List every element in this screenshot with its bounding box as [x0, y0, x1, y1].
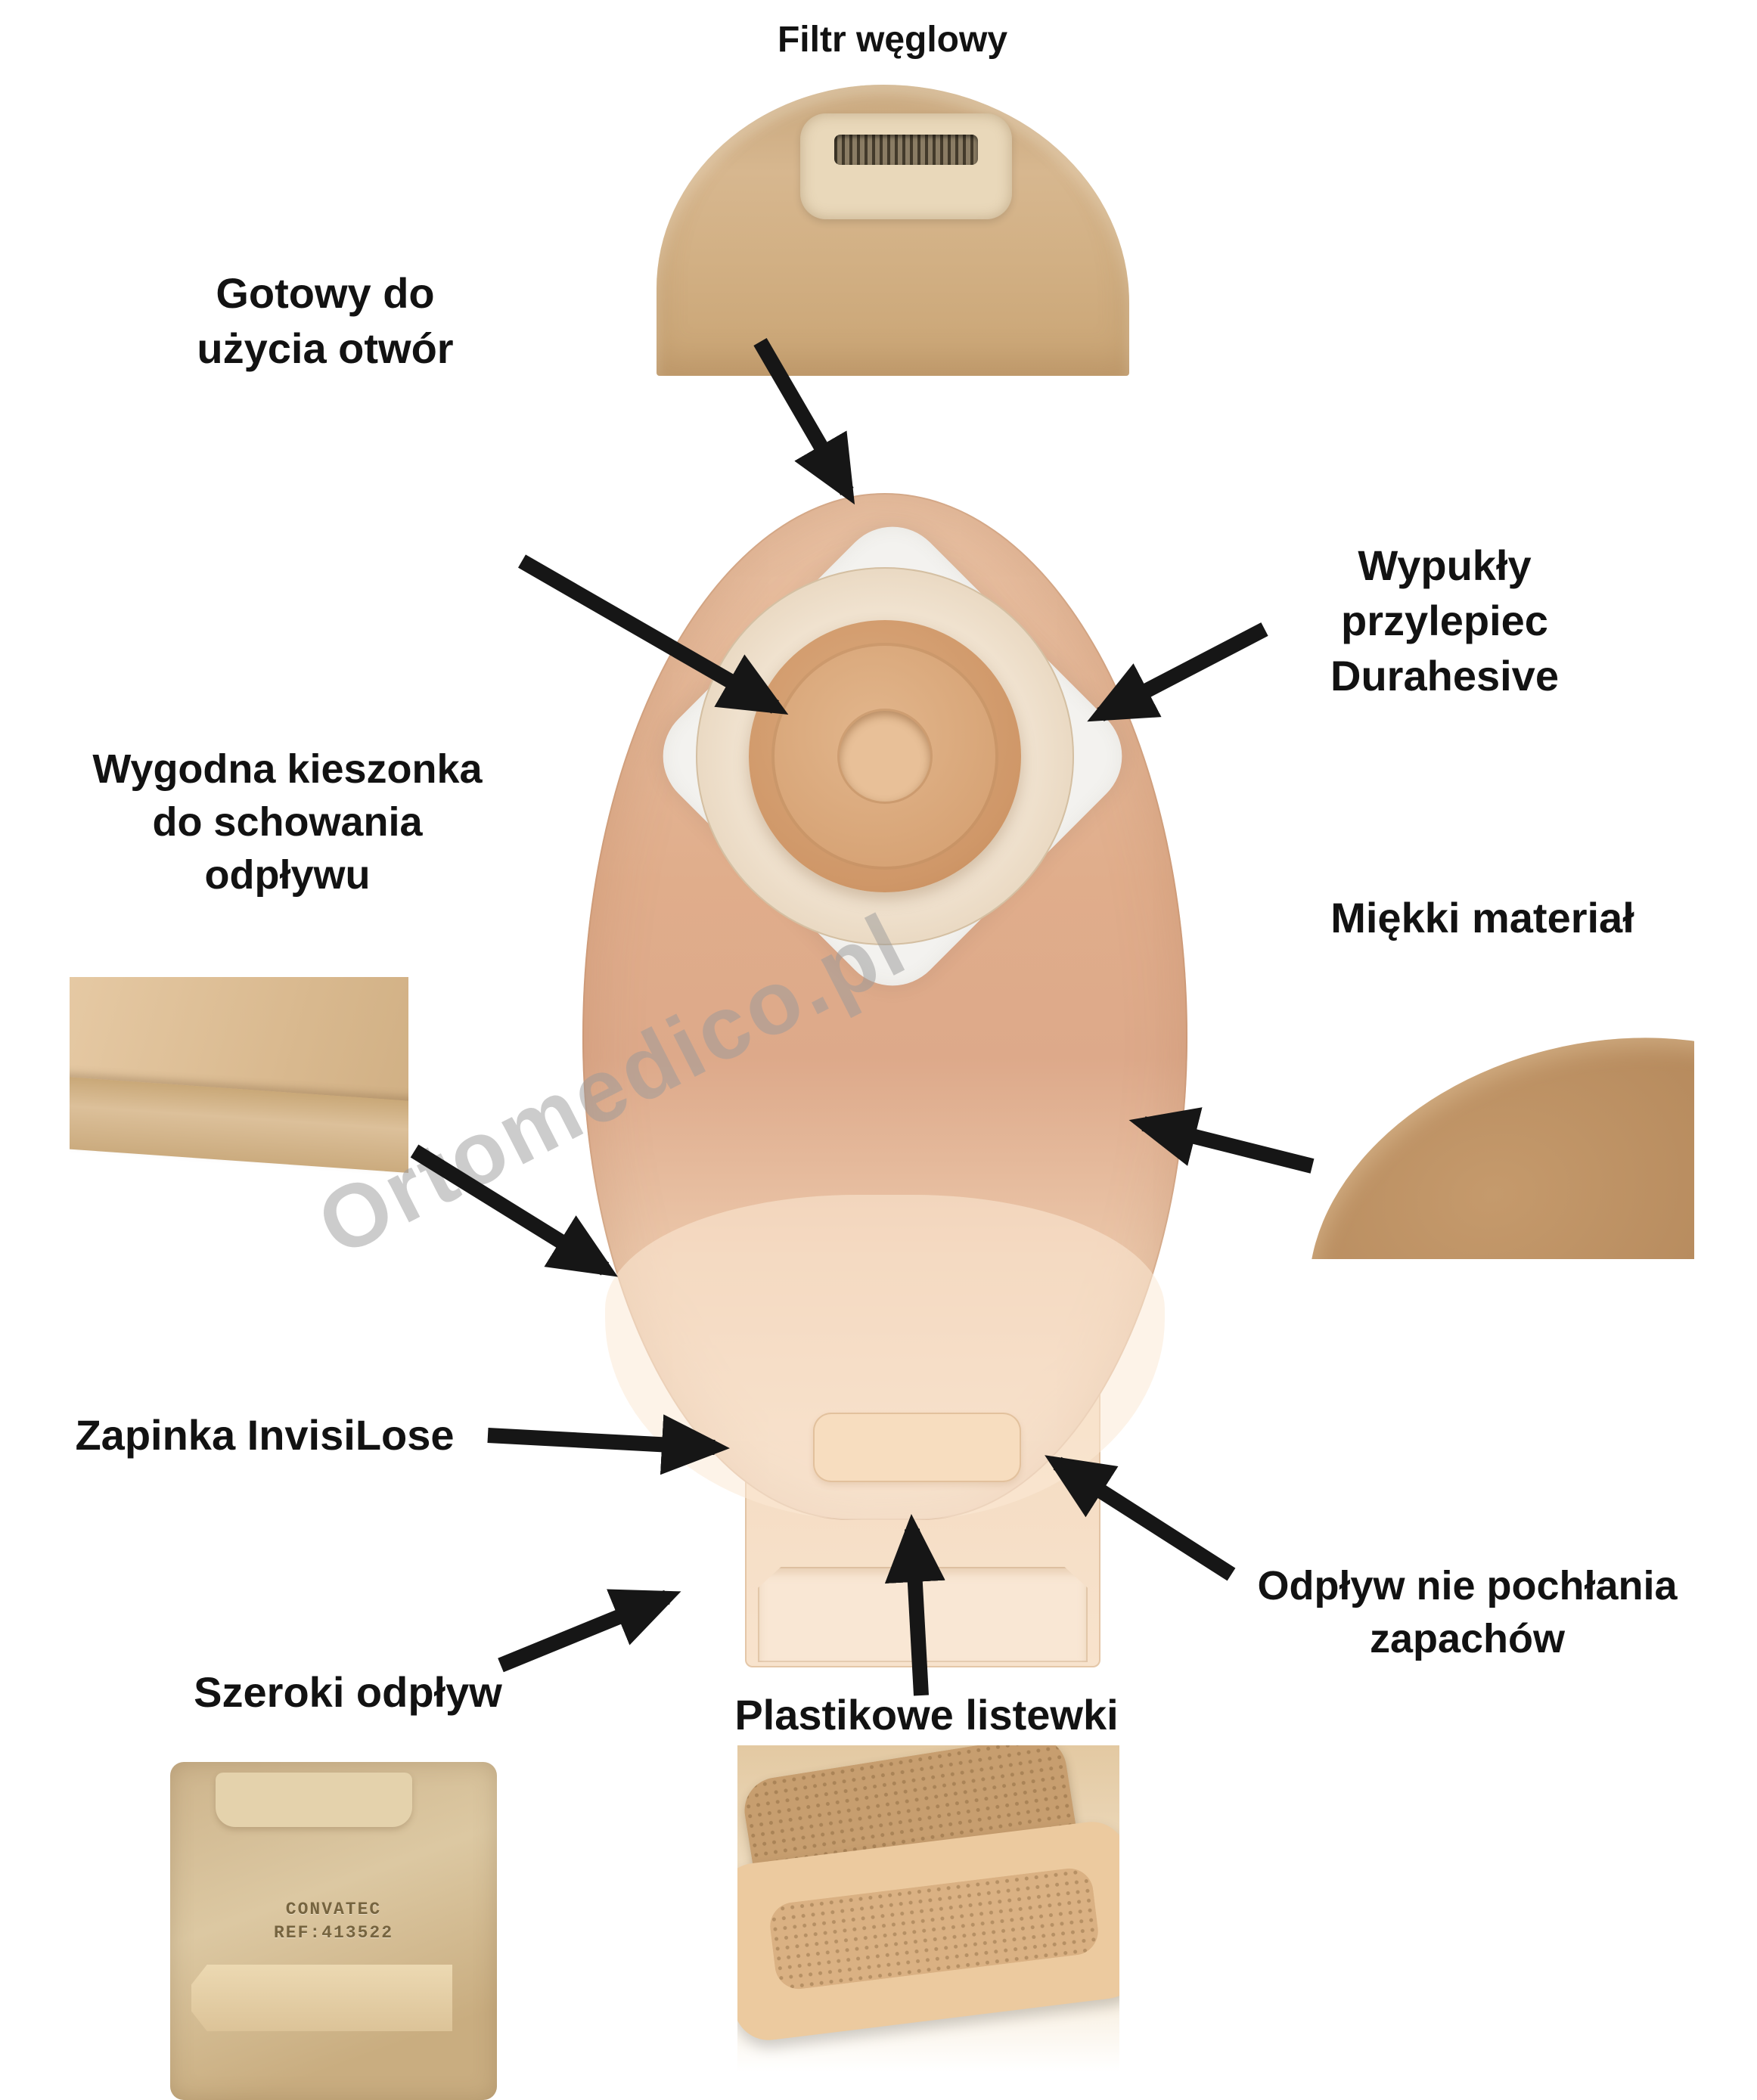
arrow-wide-outlet	[498, 1589, 681, 1673]
label-wide-outlet: Szeroki odpływ	[194, 1668, 502, 1716]
ref-text: REF:413522	[273, 1923, 394, 1943]
label-carbon-filter: Filtr węglowy	[777, 20, 1008, 60]
filter-slot-grille	[834, 135, 978, 165]
label-ready-opening: Gotowy do użycia otwór	[197, 269, 454, 372]
brand-text: CONVATEC	[285, 1900, 382, 1919]
soft-fabric-edge	[1274, 1017, 1694, 1259]
outlet-photo-text: CONVATEC REF:413522	[170, 1898, 497, 1945]
label-odor-proof: Odpływ nie pochłania zapachów	[1257, 1563, 1678, 1662]
plastic-strips-photo	[737, 1745, 1119, 2072]
outlet-pack-top-tab	[216, 1773, 412, 1827]
label-soft-material: Miękki materiał	[1330, 894, 1634, 941]
soft-material-photo	[1274, 1017, 1694, 1259]
outlet-end-tab	[758, 1567, 1088, 1662]
label-pocket: Wygodna kieszonka do schowania odpływu	[92, 746, 483, 898]
pocket-photo	[70, 977, 408, 1183]
label-convex-adhesive: Wypukły przylepiec Durahesive	[1330, 541, 1559, 699]
label-plastic-strips: Plastikowe listewki	[734, 1691, 1119, 1739]
stoma-opening	[840, 711, 930, 802]
closed-outlet-photo: CONVATEC REF:413522	[170, 1762, 497, 2100]
invisiclose-fastener	[813, 1413, 1021, 1482]
filter-window	[800, 113, 1012, 219]
carbon-filter-photo	[657, 85, 1129, 376]
outlet-pack-fold-strip	[191, 1965, 452, 2031]
label-invisiclose: Zapinka InvisiLose	[75, 1411, 455, 1459]
